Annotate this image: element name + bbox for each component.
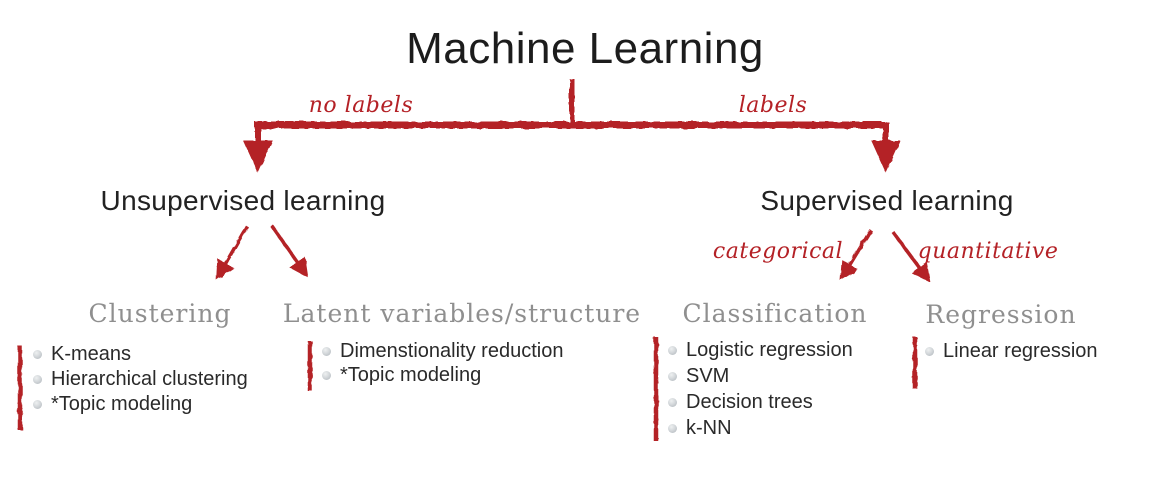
list-item-label: SVM xyxy=(686,364,730,387)
bullet-icon xyxy=(33,350,42,359)
labels-annotation: labels xyxy=(738,93,808,118)
bullet-icon xyxy=(668,345,677,355)
left-branch-arrowhead-icon xyxy=(243,140,273,174)
list-item: Logistic regression xyxy=(668,337,853,363)
list-item-label: Decision trees xyxy=(686,390,813,413)
list-item: Linear regression xyxy=(925,339,1098,364)
list-item: K-means xyxy=(33,342,248,367)
list-item: Decision trees xyxy=(668,389,853,415)
unsupervised-learning-heading: Unsupervised learning xyxy=(100,185,386,216)
bullet-icon xyxy=(322,346,331,356)
category-heading-classification: Classification xyxy=(682,299,868,328)
list-item-label: *Topic modeling xyxy=(340,363,482,386)
bullet-icon xyxy=(33,400,42,409)
list-item-label: Dimenstionality reduction xyxy=(340,339,564,362)
regression-list: Linear regression xyxy=(925,339,1098,364)
category-heading-latent-variables: Latent variables/structure xyxy=(282,299,642,328)
list-item-label: Linear regression xyxy=(943,340,1098,362)
bullet-icon xyxy=(925,347,934,356)
bullet-icon xyxy=(668,397,677,407)
list-item: *Topic modeling xyxy=(322,363,563,387)
list-item: k-NN xyxy=(668,415,853,441)
clustering-list: K-means Hierarchical clustering *Topic m… xyxy=(33,342,248,417)
list-item-label: Logistic regression xyxy=(686,338,853,361)
category-heading-regression: Regression xyxy=(925,300,1077,329)
latent-variables-list: Dimenstionality reduction *Topic modelin… xyxy=(322,339,563,387)
list-item-label: k-NN xyxy=(686,416,732,439)
category-heading-clustering: Clustering xyxy=(88,299,232,328)
list-item: Dimenstionality reduction xyxy=(322,339,563,363)
arrow-to-clustering xyxy=(216,225,249,281)
supervised-learning-heading: Supervised learning xyxy=(760,185,1014,216)
quantitative-annotation: quantitative xyxy=(917,239,1059,264)
list-item: *Topic modeling xyxy=(33,392,248,417)
bullet-icon xyxy=(322,370,331,380)
arrow-to-latent-variables xyxy=(270,224,309,278)
arrow-to-regression xyxy=(891,230,931,283)
right-branch-arrowhead-icon xyxy=(871,140,901,174)
bullet-icon xyxy=(668,423,677,433)
classification-list: Logistic regression SVM Decision trees k… xyxy=(668,337,853,441)
bullet-icon xyxy=(33,375,42,384)
list-item: Hierarchical clustering xyxy=(33,367,248,392)
list-item-label: K-means xyxy=(51,343,132,365)
bullet-icon xyxy=(668,371,677,381)
list-item-label: Hierarchical clustering xyxy=(51,368,248,390)
arrow-to-classification xyxy=(839,229,873,281)
page-title: Machine Learning xyxy=(406,24,764,73)
list-item: SVM xyxy=(668,363,853,389)
categorical-annotation: categorical xyxy=(712,239,844,264)
list-item-label: *Topic modeling xyxy=(51,393,193,415)
no-labels-annotation: no labels xyxy=(308,93,414,118)
